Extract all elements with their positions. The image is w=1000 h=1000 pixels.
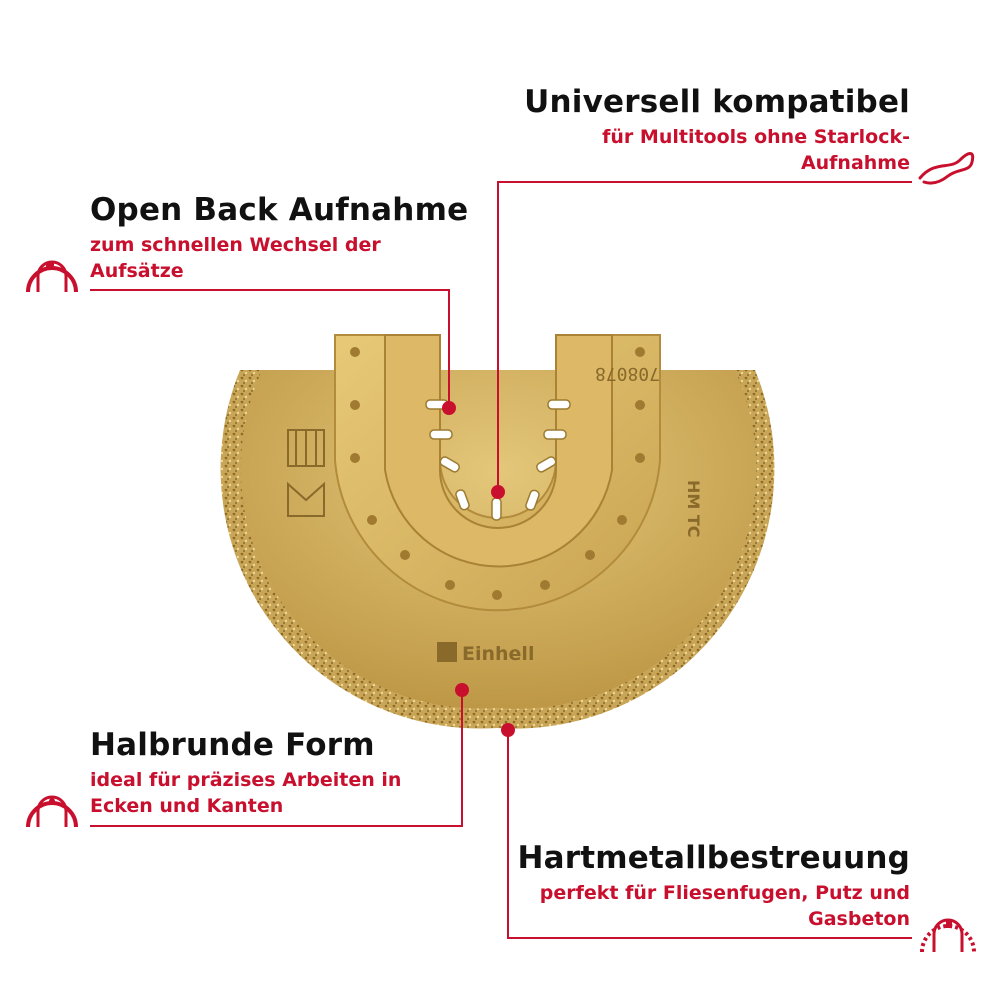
svg-text:Einhell: Einhell	[462, 643, 534, 665]
feature-desc-compatibility-line2: Aufnahme	[800, 152, 910, 174]
feature-title-half-round: Halbrunde Form	[90, 727, 375, 763]
blade-marking-code: 708078	[595, 363, 660, 384]
tile-material-marking-icon	[287, 429, 325, 517]
half-round-blade-icon	[26, 795, 78, 828]
feature-desc-compatibility-line1: für Multitools ohne Starlock-	[602, 126, 910, 148]
blade-marking-material: HM TC	[684, 480, 703, 538]
feature-title-carbide: Hartmetallbestreuung	[517, 840, 910, 876]
feature-desc-half-round-line1: ideal für präzises Arbeiten in	[90, 769, 402, 791]
carbide-grit-icon	[920, 918, 976, 953]
open-back-mount-icon	[26, 260, 78, 293]
feature-title-compatibility: Universell kompatibel	[524, 84, 910, 120]
saw-blade: 708078 HM TC Einhell	[220, 334, 775, 729]
blade-outline-icon	[918, 152, 975, 185]
leader-dots	[442, 401, 515, 737]
feature-desc-open-back-line2: Aufsätze	[90, 260, 184, 282]
feature-title-open-back: Open Back Aufnahme	[90, 192, 469, 228]
feature-desc-carbide-line1: perfekt für Fliesenfugen, Putz und	[539, 882, 910, 904]
feature-desc-carbide-line2: Gasbeton	[808, 908, 910, 930]
feature-desc-half-round-line2: Ecken und Kanten	[90, 795, 284, 817]
leader-lines	[90, 181, 912, 939]
feature-desc-open-back-line1: zum schnellen Wechsel der	[90, 234, 381, 256]
einhell-logo: Einhell	[437, 642, 534, 665]
